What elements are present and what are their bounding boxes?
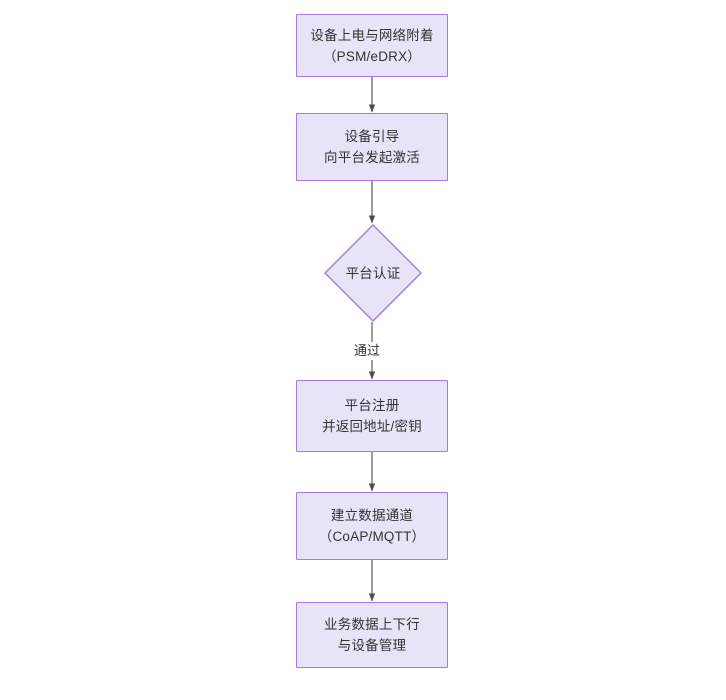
diamond-shape	[324, 224, 422, 322]
node-platform-register[interactable]: 平台注册 并返回地址/密钥	[296, 380, 448, 452]
node-business-data-line-2: 与设备管理	[337, 638, 407, 653]
node-business-data-line-1: 业务数据上下行	[324, 617, 420, 632]
node-power-on[interactable]: 设备上电与网络附着 （PSM/eDRX）	[296, 14, 448, 77]
node-power-on-line-1: 设备上电与网络附着	[310, 27, 434, 43]
node-platform-auth-label: 平台认证	[345, 265, 401, 281]
node-business-data[interactable]: 业务数据上下行 与设备管理	[296, 602, 448, 668]
node-bootstrap[interactable]: 设备引导 向平台发起激活	[296, 113, 448, 181]
node-platform-register-line-1: 平台注册	[344, 398, 400, 413]
node-data-channel-line-2: （CoAP/MQTT）	[318, 529, 426, 544]
node-power-on-line-2: （PSM/eDRX）	[322, 48, 422, 64]
node-bootstrap-line-1: 设备引导	[344, 129, 400, 144]
node-data-channel-line-1: 建立数据通道	[330, 508, 414, 523]
edge-label-pass: 通过	[352, 342, 383, 360]
node-platform-register-line-2: 并返回地址/密钥	[322, 419, 422, 434]
node-data-channel[interactable]: 建立数据通道 （CoAP/MQTT）	[296, 492, 448, 560]
node-platform-auth[interactable]: 平台认证	[324, 224, 422, 322]
node-bootstrap-line-2: 向平台发起激活	[324, 150, 420, 165]
